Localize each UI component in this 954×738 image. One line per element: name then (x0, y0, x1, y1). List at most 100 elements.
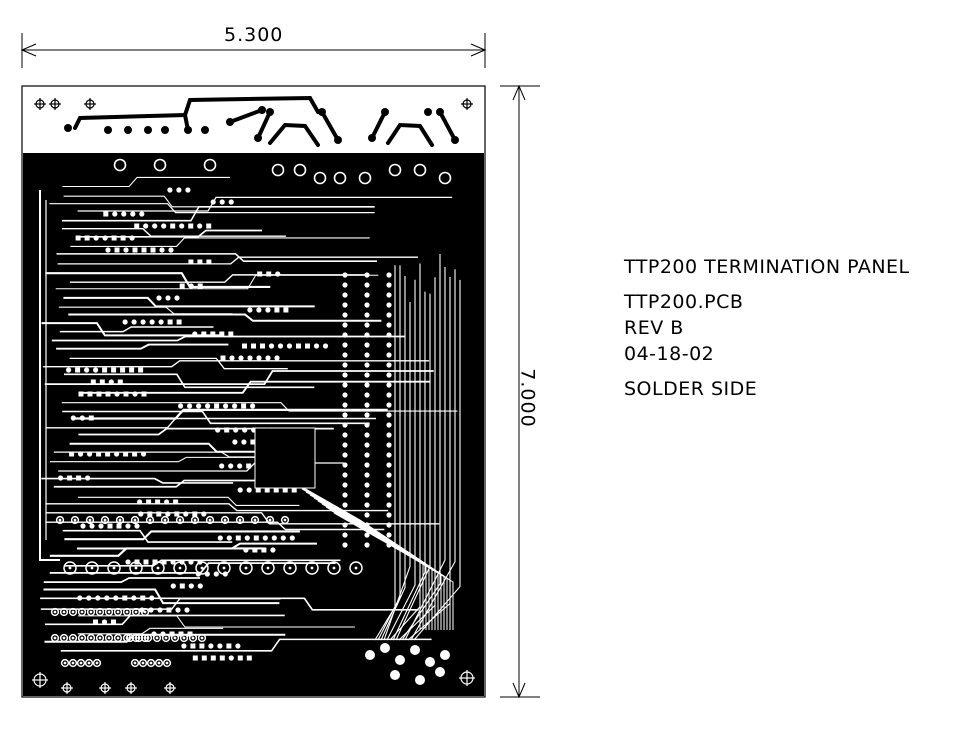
pad (386, 492, 392, 498)
pad (274, 307, 280, 313)
pad-ring (161, 633, 171, 643)
pad (228, 463, 234, 469)
pad-ring (160, 515, 170, 525)
pad (210, 199, 216, 205)
pad-ring (235, 515, 245, 525)
pad-ring (68, 633, 78, 643)
drill (141, 661, 145, 665)
pad (170, 223, 176, 229)
pad (386, 412, 392, 418)
drill (95, 661, 99, 665)
pad-ring (134, 633, 144, 643)
pad-ring (162, 658, 172, 668)
drill (164, 636, 168, 640)
drill (137, 636, 141, 640)
pad (140, 319, 146, 325)
pad (88, 415, 94, 421)
connector-pad (201, 126, 209, 134)
pad-ring (76, 658, 86, 668)
pad (237, 463, 243, 469)
drill (156, 566, 160, 570)
pad (256, 355, 262, 361)
pad-ring (113, 607, 123, 617)
pad (190, 643, 196, 649)
trace (53, 479, 261, 488)
pad (247, 355, 253, 361)
connector-pad (226, 118, 234, 126)
connector-pad (381, 108, 389, 116)
trace (39, 190, 60, 561)
drill (89, 610, 93, 614)
pad (170, 559, 176, 565)
pad (251, 343, 256, 349)
connector-pad (436, 108, 444, 116)
pad (386, 382, 392, 388)
drill (62, 636, 66, 640)
pad (181, 643, 187, 649)
pad-ring (261, 561, 275, 575)
pad (205, 403, 211, 409)
pad (179, 283, 185, 289)
pad (342, 302, 348, 308)
pad (386, 432, 392, 438)
top-connector-traces (73, 95, 457, 147)
pad (342, 402, 348, 408)
pad (390, 670, 400, 680)
drill (266, 566, 270, 570)
trace (68, 313, 382, 322)
pad (364, 522, 370, 528)
drill (134, 566, 138, 570)
pad-ring (104, 633, 114, 643)
pad (78, 391, 84, 397)
pad (122, 595, 128, 601)
pad (132, 391, 138, 397)
width-dimension-label: 5.300 (224, 24, 284, 46)
pad (342, 352, 348, 358)
pad (141, 247, 147, 253)
trace (49, 203, 375, 214)
drill (222, 566, 226, 570)
trace (69, 357, 288, 370)
pad (125, 523, 131, 529)
pad-ring (129, 561, 143, 575)
pad (187, 631, 193, 637)
pad (70, 415, 76, 421)
pad (226, 535, 232, 541)
pad-ring (77, 633, 87, 643)
connector-pad (334, 136, 342, 144)
drill (98, 636, 102, 640)
pad (156, 511, 162, 517)
pad (174, 511, 180, 517)
pad-ring (151, 561, 165, 575)
pad (364, 322, 370, 328)
pad (167, 319, 173, 325)
pad-ring (305, 561, 319, 575)
pad (175, 607, 181, 613)
pad-ring (143, 633, 153, 643)
pad (386, 462, 392, 468)
pad (123, 451, 129, 457)
trace (41, 322, 222, 337)
pad-ring (188, 633, 198, 643)
pad (364, 352, 370, 358)
drill (116, 636, 120, 640)
drill (173, 636, 177, 640)
pad-ring (280, 515, 290, 525)
drill (310, 566, 314, 570)
pad (228, 199, 234, 205)
drill (89, 636, 93, 640)
trace (43, 360, 430, 368)
trace (44, 370, 434, 386)
pad-ring (239, 561, 253, 575)
copper-pour (23, 153, 484, 696)
pad (364, 472, 370, 478)
pad-ring (95, 633, 105, 643)
pad (342, 462, 348, 468)
file-name: TTP200.PCB (624, 291, 744, 313)
pad (286, 343, 293, 349)
pad (143, 559, 149, 565)
trace (333, 512, 454, 630)
pad (235, 643, 241, 649)
pad (116, 523, 122, 529)
